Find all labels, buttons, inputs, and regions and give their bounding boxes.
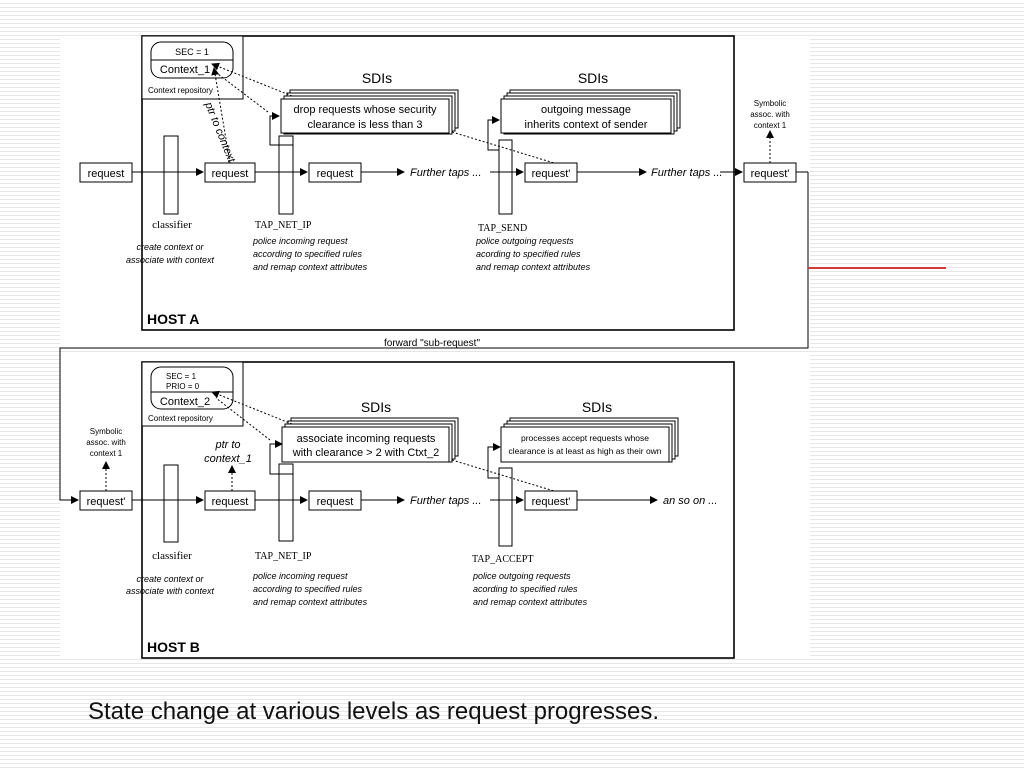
tap-a1-desc3: and remap context attributes [253,262,368,272]
ptr-label-b1: ptr to [214,439,240,451]
sdi-a1-line1: drop requests whose security [293,104,437,116]
tap-b2-desc3: and remap context attributes [473,597,588,607]
symbolic-a-line3: context 1 [754,121,787,130]
tap-b1-desc2: according to specified rules [253,584,363,594]
sdi-a2-line2: inherits context of sender [525,119,648,131]
accent-line [808,267,946,269]
request-label-a5: request' [751,168,790,180]
sdi-b1-line2: with clearance > 2 with Ctxt_2 [292,447,439,459]
sdi-box-a2 [500,98,672,134]
further-taps-a2: Further taps ... [651,167,723,179]
sdi-b1-line1: associate incoming requests [297,433,436,445]
classifier-desc-b2: associate with context [126,586,215,596]
slide-caption: State change at various levels as reques… [88,698,659,725]
request-label-a2: request [212,168,249,180]
ptr-label-b2: context_1 [204,453,252,465]
tap-accept-label-b: TAP_ACCEPT [472,554,533,565]
context-b-name: Context_2 [160,396,210,408]
context-b-repo-label: Context repository [148,414,213,423]
tap-a1-desc2: according to specified rules [253,249,363,259]
sdi-box-b1 [281,426,450,463]
tap-a2-desc2: acording to specified rules [476,249,581,259]
sdi-a2-line1: outgoing message [541,104,631,116]
classifier-desc-b1: create context or [136,574,204,584]
forward-connector [59,172,809,504]
tap-send-bar-a [498,139,513,215]
tap-a2-desc1: police outgoing requests [475,236,574,246]
further-taps-a1: Further taps ... [410,167,482,179]
host-b-panel: HOST B SEC = 1 PRIO = 0 Context_2 Contex… [79,361,735,659]
tap-b1-desc1: police incoming request [252,571,348,581]
request-label-b3: request [317,496,354,508]
context-b-value-1: SEC = 1 [166,372,197,381]
tap-send-label-a: TAP_SEND [478,223,527,234]
tap-net-ip-bar-a [278,135,294,215]
tap-net-ip-label-b: TAP_NET_IP [255,551,312,562]
symbolic-b-line2: assoc. with [86,438,126,447]
sdi-box-b2 [500,426,670,463]
sdis-label-b2: SDIs [582,399,612,415]
context-a-name: Context_1 [160,64,210,76]
request-label-a4: request' [532,168,571,180]
context-b-value-2: PRIO = 0 [166,382,200,391]
further-taps-b: Further taps ... [410,495,482,507]
request-label-b2: request [212,496,249,508]
context-badge-b [150,366,234,410]
host-a-label: HOST A [147,311,199,327]
symbolic-b-line1: Symbolic [90,427,122,436]
tap-net-ip-bar-b [278,463,294,542]
symbolic-a-line2: assoc. with [750,110,790,119]
request-label-a3: request [317,168,354,180]
sdis-label-a2: SDIs [578,70,608,86]
classifier-desc-a2: associate with context [126,255,215,265]
tap-net-ip-label-a: TAP_NET_IP [255,220,312,231]
tap-a1-desc1: police incoming request [252,236,348,246]
tap-b2-desc2: acording to specified rules [473,584,578,594]
request-label-b1: request' [87,496,126,508]
sdi-box-a1 [280,98,450,134]
symbolic-b-line3: context 1 [90,449,123,458]
request-label-b4: request' [532,496,571,508]
request-label-a1: request [88,168,125,180]
classifier-label-b: classifier [152,550,192,562]
tap-a2-desc3: and remap context attributes [476,262,591,272]
context-a-value: SEC = 1 [175,47,209,57]
forward-label: forward "sub-request" [384,338,480,349]
and-so-on-label: an so on ... [663,495,717,507]
sdi-b2-line1: processes accept requests whose [521,433,649,443]
classifier-bar-a [163,135,179,215]
host-a-panel: HOST A SEC = 1 Context_1 Context reposit… [79,35,808,331]
tap-accept-bar-b [498,467,513,547]
tap-b2-desc1: police outgoing requests [472,571,571,581]
tap-b1-desc3: and remap context attributes [253,597,368,607]
symbolic-a-line1: Symbolic [754,99,786,108]
sdis-label-b1: SDIs [361,399,391,415]
context-a-repo-label: Context repository [148,86,213,95]
classifier-label-a: classifier [152,219,192,231]
sdis-label-a1: SDIs [362,70,392,86]
sdi-b2-line2: clearance is at least as high as their o… [508,446,661,456]
classifier-desc-a1: create context or [136,242,204,252]
sdi-a1-line2: clearance is less than 3 [308,119,423,131]
host-b-label: HOST B [147,639,200,655]
classifier-bar-b [163,464,179,543]
